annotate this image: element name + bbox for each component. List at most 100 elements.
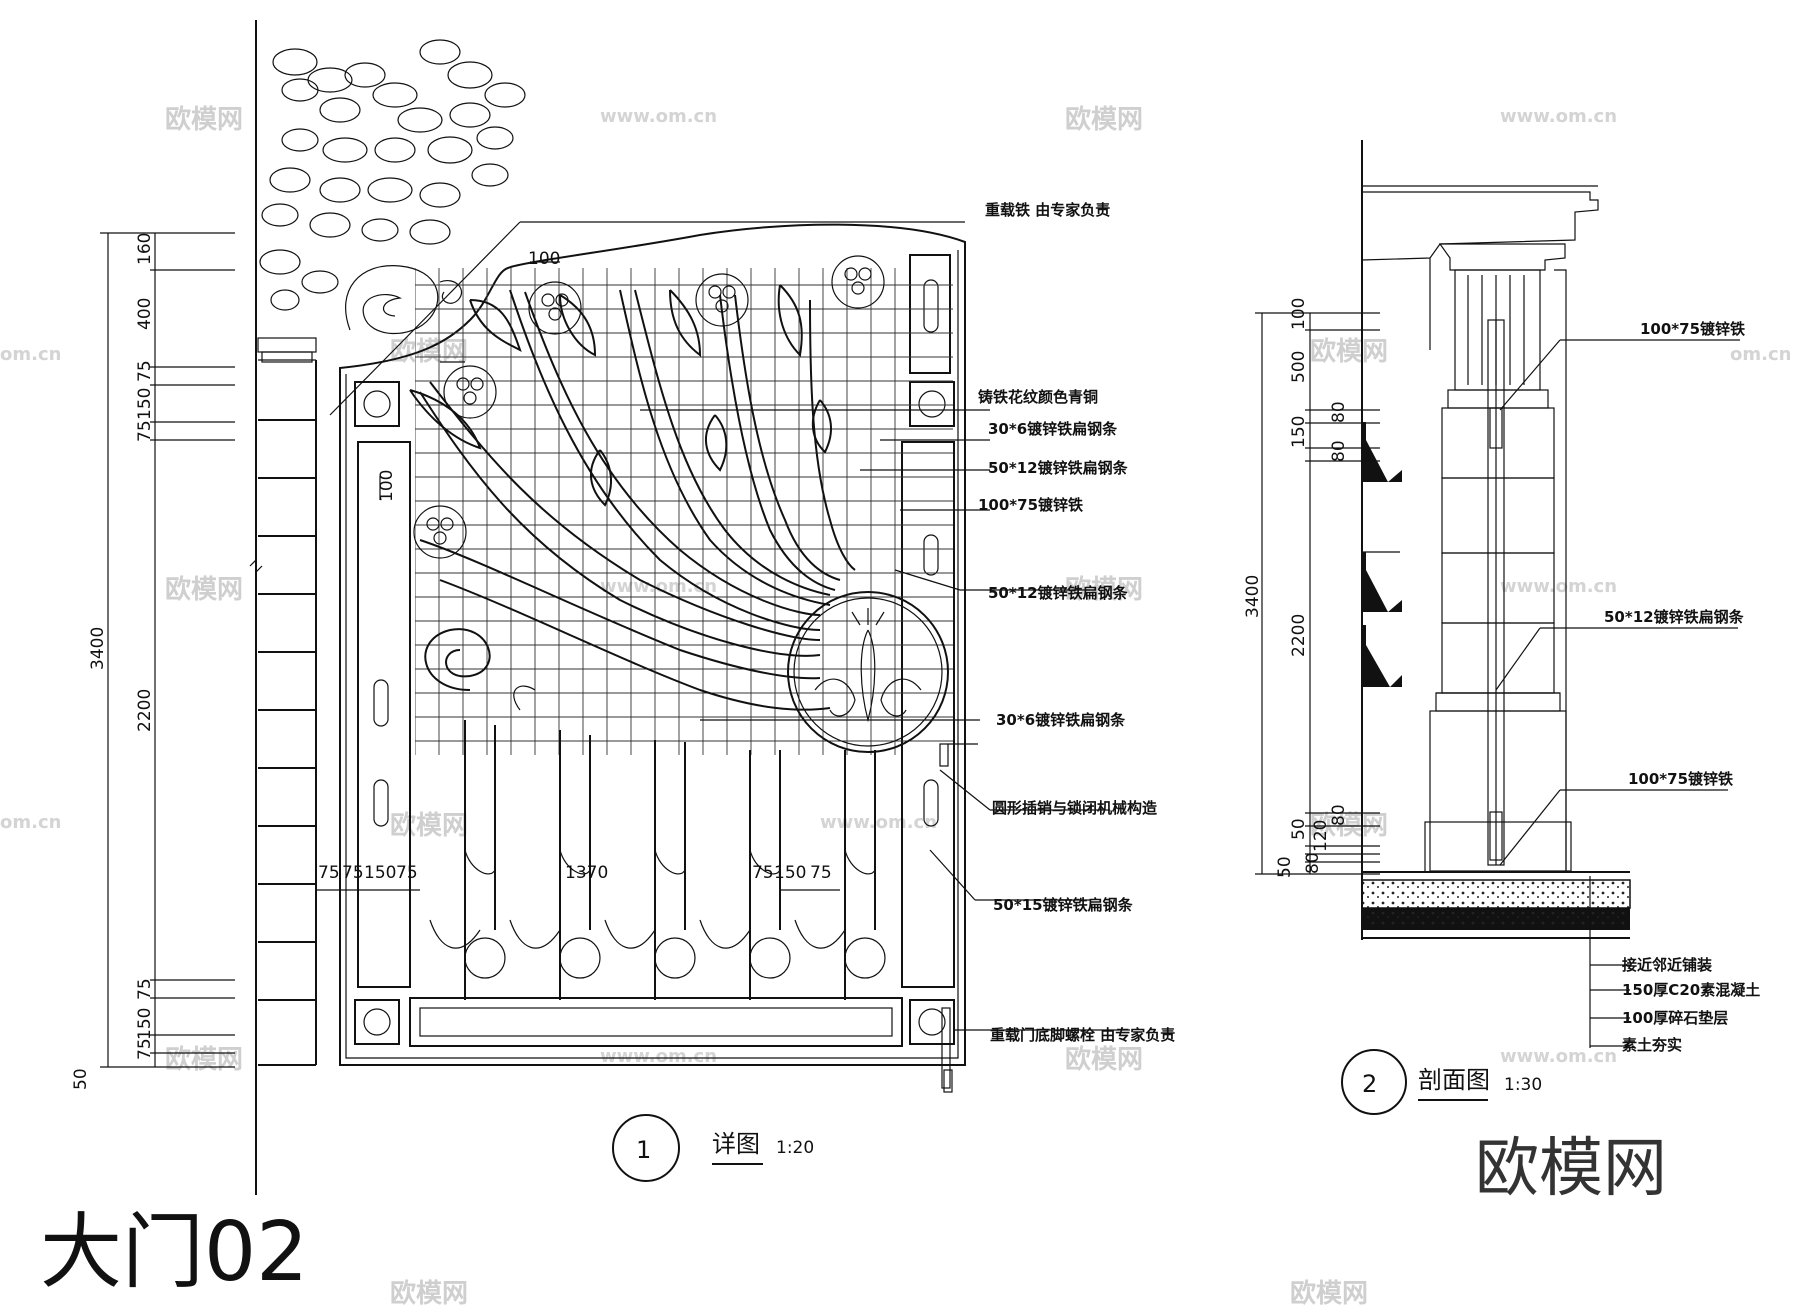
hatched-panels bbox=[1362, 422, 1402, 687]
watermark-brand: 欧模网 bbox=[165, 104, 243, 135]
label-galvanized-100x75: 100*75镀锌铁 bbox=[1640, 320, 1745, 338]
corner-rosette bbox=[354, 999, 400, 1045]
section-cornice bbox=[1361, 185, 1599, 350]
watermark-url: www.om.cn bbox=[1500, 576, 1617, 597]
watermark-url: www.om.cn bbox=[820, 812, 937, 833]
corner-rosette bbox=[909, 381, 955, 427]
dim-80: 80 bbox=[1329, 440, 1349, 462]
brick-courses bbox=[258, 419, 316, 1001]
left-stile bbox=[357, 441, 411, 988]
section-steel-bar bbox=[1487, 319, 1505, 866]
watermark-brand: 欧模网 bbox=[1065, 1044, 1143, 1075]
dim-top-100: 100 bbox=[528, 249, 560, 269]
corner-rosette bbox=[354, 381, 400, 427]
fluted-column bbox=[1424, 269, 1572, 873]
watermark-brand: 欧模网 bbox=[1310, 336, 1388, 367]
bottom-rail bbox=[409, 997, 903, 1047]
dim-400: 400 bbox=[135, 298, 155, 330]
detail-number-circle bbox=[612, 1114, 680, 1182]
dim-2200: 2200 bbox=[1289, 614, 1309, 657]
label-flat-steel-50x15: 50*15镀锌铁扁钢条 bbox=[993, 896, 1134, 914]
drawing-title: 大门02 bbox=[40, 1205, 308, 1300]
section-title: 2 剖面图 1:30 bbox=[1341, 1049, 1542, 1115]
flower-rosettes bbox=[413, 255, 885, 559]
dim-150: 150 bbox=[135, 1008, 155, 1040]
watermark-brand: 欧模网 bbox=[165, 574, 243, 605]
watermark-url: www.om.cn bbox=[600, 106, 717, 127]
detail-scale: 1:20 bbox=[776, 1138, 814, 1158]
section-leaders bbox=[1495, 339, 1740, 1048]
dim-100: 100 bbox=[1289, 298, 1309, 330]
ground-layers bbox=[1361, 871, 1631, 939]
dim-bottom-150: 150 bbox=[364, 863, 396, 883]
label-anchor-bolt: 重载门底脚螺栓 由专家负责 bbox=[990, 1026, 1175, 1044]
watermark-url: www.om.cn bbox=[600, 576, 717, 597]
section-number-circle bbox=[1341, 1049, 1407, 1115]
dim-160: 160 bbox=[135, 233, 155, 265]
dim-80: 80 bbox=[1303, 852, 1323, 874]
watermark-brand: 欧模网 bbox=[390, 810, 468, 841]
label-heavy-iron: 重载铁 由专家负责 bbox=[985, 201, 1110, 219]
dim-bottom-75: 75 bbox=[810, 863, 832, 883]
dim-2200: 2200 bbox=[135, 689, 155, 732]
dim-500: 500 bbox=[1289, 351, 1309, 383]
detail-name: 详图 bbox=[712, 1130, 760, 1158]
dim-75: 75 bbox=[135, 360, 155, 382]
dim-3400: 3400 bbox=[1243, 575, 1263, 618]
medallion-circle bbox=[787, 591, 949, 753]
label-galvanized-100x75: 100*75镀锌铁 bbox=[978, 496, 1083, 514]
dim-bottom-75: 75 bbox=[752, 863, 774, 883]
label-gravel-bed: 100厚碎石垫层 bbox=[1622, 1009, 1728, 1027]
section-dimensions: 100 500 80 150 80 3400 2200 80 120 50 50… bbox=[1243, 298, 1349, 878]
section-number: 2 bbox=[1362, 1070, 1377, 1098]
detail-title: 1 详图 1:20 bbox=[612, 1114, 814, 1182]
label-adjacent-paving: 接近邻近铺装 bbox=[1622, 956, 1713, 974]
section-drawing: 100 500 80 150 80 3400 2200 80 120 50 50… bbox=[1243, 140, 1760, 1115]
section-labels: 100*75镀锌铁 50*12镀锌铁扁钢条 100*75镀锌铁 接近邻近铺装 1… bbox=[1604, 320, 1760, 1054]
detail-dim-lines bbox=[100, 232, 840, 1068]
dim-bottom-75: 75 bbox=[396, 863, 418, 883]
detail-dimensions: 160 400 75 150 75 3400 2200 75 150 75 50… bbox=[71, 233, 832, 1090]
detail-labels: 重载铁 由专家负责 铸铁花纹颜色青铜 30*6镀锌铁扁钢条 50*12镀锌铁扁钢… bbox=[978, 201, 1175, 1044]
break-mark bbox=[249, 558, 263, 574]
label-flat-steel-50x12: 50*12镀锌铁扁钢条 bbox=[988, 459, 1129, 477]
dim-75: 75 bbox=[135, 978, 155, 1000]
label-latch-mechanism: 圆形插销与锁闭机械构造 bbox=[992, 799, 1157, 817]
watermark-url: om.cn bbox=[1730, 344, 1791, 365]
dim-side-100: 100 bbox=[377, 470, 397, 502]
dim-75: 75 bbox=[135, 1038, 155, 1060]
label-flat-steel-30x6: 30*6镀锌铁扁钢条 bbox=[996, 711, 1126, 729]
detail-leaders bbox=[329, 221, 1130, 1031]
watermark-brand: 欧模网 bbox=[165, 1044, 243, 1075]
latch-bolt bbox=[939, 743, 978, 1093]
dim-3400: 3400 bbox=[88, 627, 108, 670]
label-flat-steel-50x12: 50*12镀锌铁扁钢条 bbox=[988, 584, 1129, 602]
corner-rosette bbox=[909, 999, 955, 1045]
scroll-ornament bbox=[345, 265, 463, 335]
label-concrete: 150厚C20素混凝土 bbox=[1622, 981, 1760, 999]
foliage-ornament bbox=[259, 39, 526, 311]
watermark-url: om.cn bbox=[0, 812, 61, 833]
dim-80: 80 bbox=[1329, 804, 1349, 826]
brick-pillar bbox=[257, 337, 317, 1066]
dim-bottom-150: 150 bbox=[774, 863, 806, 883]
watermark-url: www.om.cn bbox=[1500, 106, 1617, 127]
label-cast-iron: 铸铁花纹颜色青铜 bbox=[978, 388, 1098, 406]
section-scale: 1:30 bbox=[1504, 1075, 1542, 1095]
watermark-brand: 欧模网 bbox=[1290, 1278, 1368, 1309]
section-name: 剖面图 bbox=[1418, 1066, 1490, 1094]
fan-leaf-ornament bbox=[409, 284, 856, 711]
dim-50: 50 bbox=[71, 1068, 91, 1090]
watermark-brand: 欧模网 bbox=[1065, 104, 1143, 135]
watermark-url: www.om.cn bbox=[600, 1046, 717, 1067]
section-dim-lines bbox=[1255, 312, 1380, 875]
dim-50: 50 bbox=[1289, 818, 1309, 840]
right-top-panel bbox=[909, 254, 951, 374]
label-flat-steel-50x12: 50*12镀锌铁扁钢条 bbox=[1604, 608, 1745, 626]
watermark-url: om.cn bbox=[0, 344, 61, 365]
label-compacted-soil: 素土夯实 bbox=[1622, 1036, 1682, 1054]
dim-50: 50 bbox=[1275, 856, 1295, 878]
